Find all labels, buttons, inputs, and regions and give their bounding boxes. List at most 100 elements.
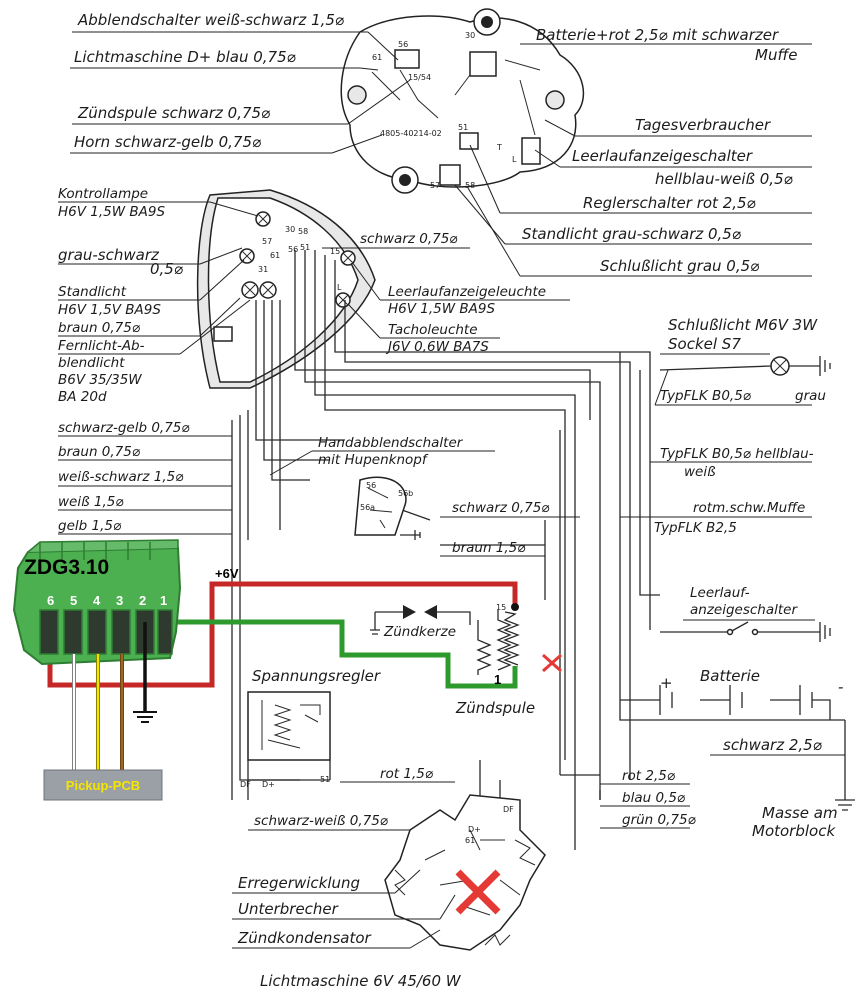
tail-light: Schlußlicht M6V 3W Sockel S7 TypFLK B0,5…	[654, 316, 831, 406]
coil-terminal-1-label: 1	[494, 672, 501, 687]
connector-pin-1: 1	[160, 593, 167, 608]
label-blendlicht: blendlicht	[58, 355, 125, 371]
idle-switch-line1: Leerlauf-	[690, 585, 750, 601]
tail-light-socket: Sockel S7	[668, 335, 741, 353]
regulator-title: Spannungsregler	[252, 667, 381, 685]
pickup-pcb-label: Pickup-PCB	[66, 778, 140, 793]
label-center-schwarz: schwarz 0,75⌀	[452, 500, 549, 516]
label-hellblau-weiss: hellblau-weiß 0,5⌀	[655, 170, 793, 188]
label-standlicht: Standlicht	[58, 284, 127, 300]
tail-light-wire: TypFLK B0,5⌀	[660, 388, 751, 404]
hl-terminal-57: 57	[262, 237, 272, 246]
label-kontrollampe: Kontrollampe	[58, 186, 148, 202]
gen-terminal-df: DF	[503, 805, 514, 814]
label-kontrollampe-spec: H6V 1,5W BA9S	[58, 204, 165, 220]
generator-caption: Lichtmaschine 6V 45/60 W	[260, 972, 462, 990]
supply-label: +6V	[215, 566, 239, 581]
label-weiss-15: weiß 1,5⌀	[58, 494, 124, 510]
label-zuendkondensator: Zündkondensator	[237, 929, 372, 947]
label-tacholeuchte: Tacholeuchte	[388, 322, 478, 338]
battery-title: Batterie	[700, 667, 760, 685]
red-supply-wire	[47, 581, 518, 688]
headlamp-labels-left: Kontrollampe H6V 1,5W BA9S grau-schwarz …	[58, 186, 259, 535]
cross-marks	[455, 653, 562, 915]
hl-terminal-61: 61	[270, 251, 280, 260]
label-reglerschalter: Reglerschalter rot 2,5⌀	[583, 194, 756, 212]
label-blau-05: blau 0,5⌀	[622, 790, 685, 806]
switch-labels-left: Abblendschalter weiß-schwarz 1,5⌀ Lichtm…	[70, 11, 411, 154]
handswitch-subtitle: mit Hupenknopf	[318, 452, 429, 468]
handswitch-title: Handabblendschalter	[318, 435, 464, 451]
terminal-t: T	[496, 143, 502, 152]
headlamp-labels-right: schwarz 0,75⌀ Leerlaufanzeigeleuchte H6V…	[322, 231, 570, 355]
pickup-pcb-badge: Pickup-PCB	[43, 769, 163, 801]
label-fernlicht: Fernlicht-Ab-	[58, 338, 145, 354]
zdg-connector: ZDG3.10 6 5 4 3 2 1	[12, 539, 182, 666]
hs-terminal-56b: 56b	[398, 489, 413, 498]
switch-labels-right: Batterie+rot 2,5⌀ mit schwarzer Muffe Ta…	[454, 26, 812, 277]
terminal-57: 57	[430, 181, 440, 190]
hl-terminal-58: 58	[298, 227, 308, 236]
label-braun-075-2: braun 0,75⌀	[58, 444, 140, 460]
mid-wire-labels: TypFLK B0,5⌀ hellblau- weiß rotm.schw.Mu…	[620, 446, 814, 536]
label-leerlaufanzeigeschalter: Leerlaufanzeigeschalter	[572, 147, 753, 165]
label-tagesverbraucher: Tagesverbraucher	[635, 116, 771, 134]
label-center-braun: braun 1,5⌀	[452, 540, 525, 556]
coil-title: Zündspule	[455, 699, 535, 717]
coil-terminal-15-dot	[511, 603, 519, 611]
hl-terminal-15: 15	[330, 247, 340, 256]
coil-cross-mark	[542, 653, 562, 673]
hl-terminal-56: 56	[288, 245, 298, 254]
label-zuendkerze: Zündkerze	[383, 624, 456, 640]
label-grau-schwarz: grau-schwarz	[58, 246, 160, 264]
label-zuendspule-schwarz: Zündspule schwarz 0,75⌀	[77, 104, 270, 122]
zuendspule: Zündkerze Zündspule 15	[370, 603, 535, 717]
leerlauf-switch: Leerlauf- anzeigeschalter	[660, 585, 831, 642]
label-grau-schwarz-size: 0,5⌀	[150, 260, 183, 278]
hl-terminal-30: 30	[285, 225, 295, 234]
terminal-56: 56	[398, 40, 408, 49]
spannungsregler: Spannungsregler DF D+ 51 rot 1,5⌀ schwar…	[240, 667, 455, 831]
label-horn: Horn schwarz-gelb 0,75⌀	[74, 133, 261, 151]
ground-line1: Masse am	[762, 804, 838, 822]
connector-pin-6: 6	[47, 593, 54, 608]
idle-switch-line2: anzeigeschalter	[690, 602, 798, 618]
label-gruen-075: grün 0,75⌀	[622, 812, 696, 828]
tail-light-color: grau	[795, 388, 826, 404]
batterie: Batterie + - schwarz 2,5⌀ Masse am Motor…	[620, 667, 855, 840]
label-schwarz-gelb: schwarz-gelb 0,75⌀	[58, 420, 190, 436]
label-muffe: Muffe	[755, 46, 798, 64]
hs-terminal-56: 56	[366, 481, 376, 490]
battery-minus: -	[838, 678, 843, 696]
label-rotm-schw-muffe: rotm.schw.Muffe	[693, 500, 805, 516]
switch-part-number: 4805-40214-02	[380, 129, 442, 138]
ground-line2: Motorblock	[752, 822, 836, 840]
regulator-terminal-51: 51	[320, 775, 330, 784]
label-erregerwicklung: Erregerwicklung	[238, 874, 360, 892]
gen-terminal-61: 61	[465, 836, 475, 845]
hl-terminal-51: 51	[300, 243, 310, 252]
label-leerlauf-spec: H6V 1,5W BA9S	[388, 301, 495, 317]
pickup-wires	[72, 622, 157, 770]
label-rot-25: rot 2,5⌀	[622, 768, 675, 784]
label-standlicht-spec: H6V 1,5V BA9S	[58, 302, 161, 318]
battery-wire: schwarz 2,5⌀	[723, 736, 822, 754]
battery-plus: +	[660, 674, 673, 692]
connector-pin-3: 3	[116, 593, 123, 608]
label-fernlicht-spec: B6V 35/35W	[58, 372, 142, 388]
green-signal-wire	[162, 619, 518, 689]
generator-wire-labels: rot 2,5⌀ blau 0,5⌀ grün 0,75⌀	[600, 768, 696, 829]
terminal-51: 51	[458, 123, 468, 132]
label-schwarz-075: schwarz 0,75⌀	[360, 231, 457, 247]
hl-terminal-31: 31	[258, 265, 268, 274]
terminal-30: 30	[465, 31, 475, 40]
connector-pin-4: 4	[93, 593, 101, 608]
label-gelb-15: gelb 1,5⌀	[58, 518, 121, 534]
label-braun-075: braun 0,75⌀	[58, 320, 140, 336]
label-abblendschalter: Abblendschalter weiß-schwarz 1,5⌀	[77, 11, 344, 29]
lichtmaschine: D+ 61 DF Erregerwicklung Unterbrecher Zü…	[232, 794, 546, 990]
label-flk-hellblau: TypFLK B0,5⌀ hellblau-	[660, 446, 814, 462]
headlamp: 30 58 57 61 56 51 15 31 L	[196, 189, 376, 389]
handabblendschalter: 56 56b 56a Handabblendschalter mit Hupen…	[269, 435, 495, 540]
